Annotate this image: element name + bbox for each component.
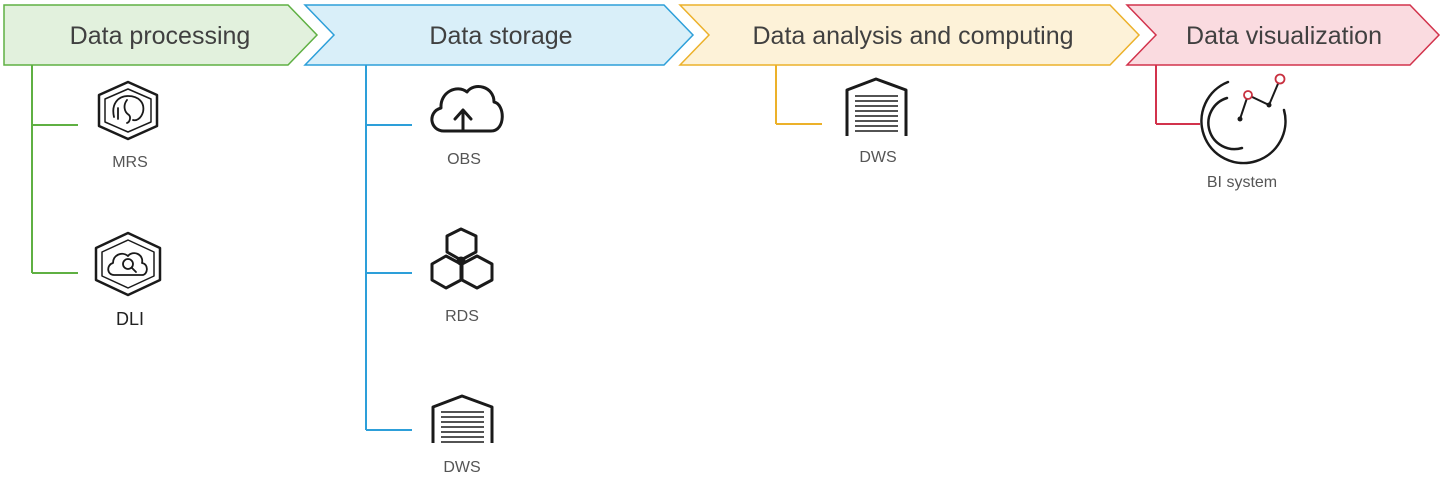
stage-banner — [1125, 4, 1441, 66]
stage-title: Data storage — [429, 22, 572, 50]
stage-data-visualization: Data visualization — [1125, 4, 1441, 66]
connector-processing — [31, 65, 78, 274]
service-dli: DLI — [94, 231, 162, 329]
service-label: BI system — [1207, 174, 1277, 191]
service-label: MRS — [112, 154, 148, 171]
service-label: DWS — [859, 149, 896, 166]
stage-banner — [678, 4, 1141, 66]
stage-title: Data processing — [70, 22, 251, 50]
service-label: OBS — [447, 151, 481, 168]
stage-title: Data analysis and computing — [752, 22, 1073, 50]
stage-data-storage: Data storage — [303, 4, 695, 66]
connector-analysis — [775, 65, 822, 125]
service-dws-analysis: DWS — [845, 77, 908, 166]
cloud-upload-icon — [430, 85, 504, 133]
stage-banner — [303, 4, 695, 66]
stage-title: Data visualization — [1186, 22, 1382, 50]
service-rds: RDS — [430, 227, 494, 325]
service-label: RDS — [445, 308, 479, 325]
stage-data-processing: Data processing — [3, 4, 319, 66]
service-label: DWS — [443, 459, 480, 476]
service-dws-storage: DWS — [431, 394, 494, 476]
elephant-hexagon-icon — [97, 80, 159, 141]
stage-data-analysis: Data analysis and computing — [678, 4, 1141, 66]
service-bi-system: BI system — [1200, 73, 1287, 191]
warehouse-icon — [845, 77, 908, 136]
connector-storage — [365, 65, 412, 431]
cloud-search-hexagon-icon — [94, 231, 162, 297]
bi-chart-circle-icon — [1200, 73, 1287, 165]
stage-banner — [3, 4, 319, 66]
service-label: DLI — [116, 309, 144, 329]
service-obs: OBS — [430, 85, 504, 168]
hexagon-cluster-icon — [430, 227, 494, 290]
service-mrs: MRS — [97, 80, 159, 171]
connector-visualization — [1155, 65, 1200, 125]
warehouse-icon — [431, 394, 494, 443]
